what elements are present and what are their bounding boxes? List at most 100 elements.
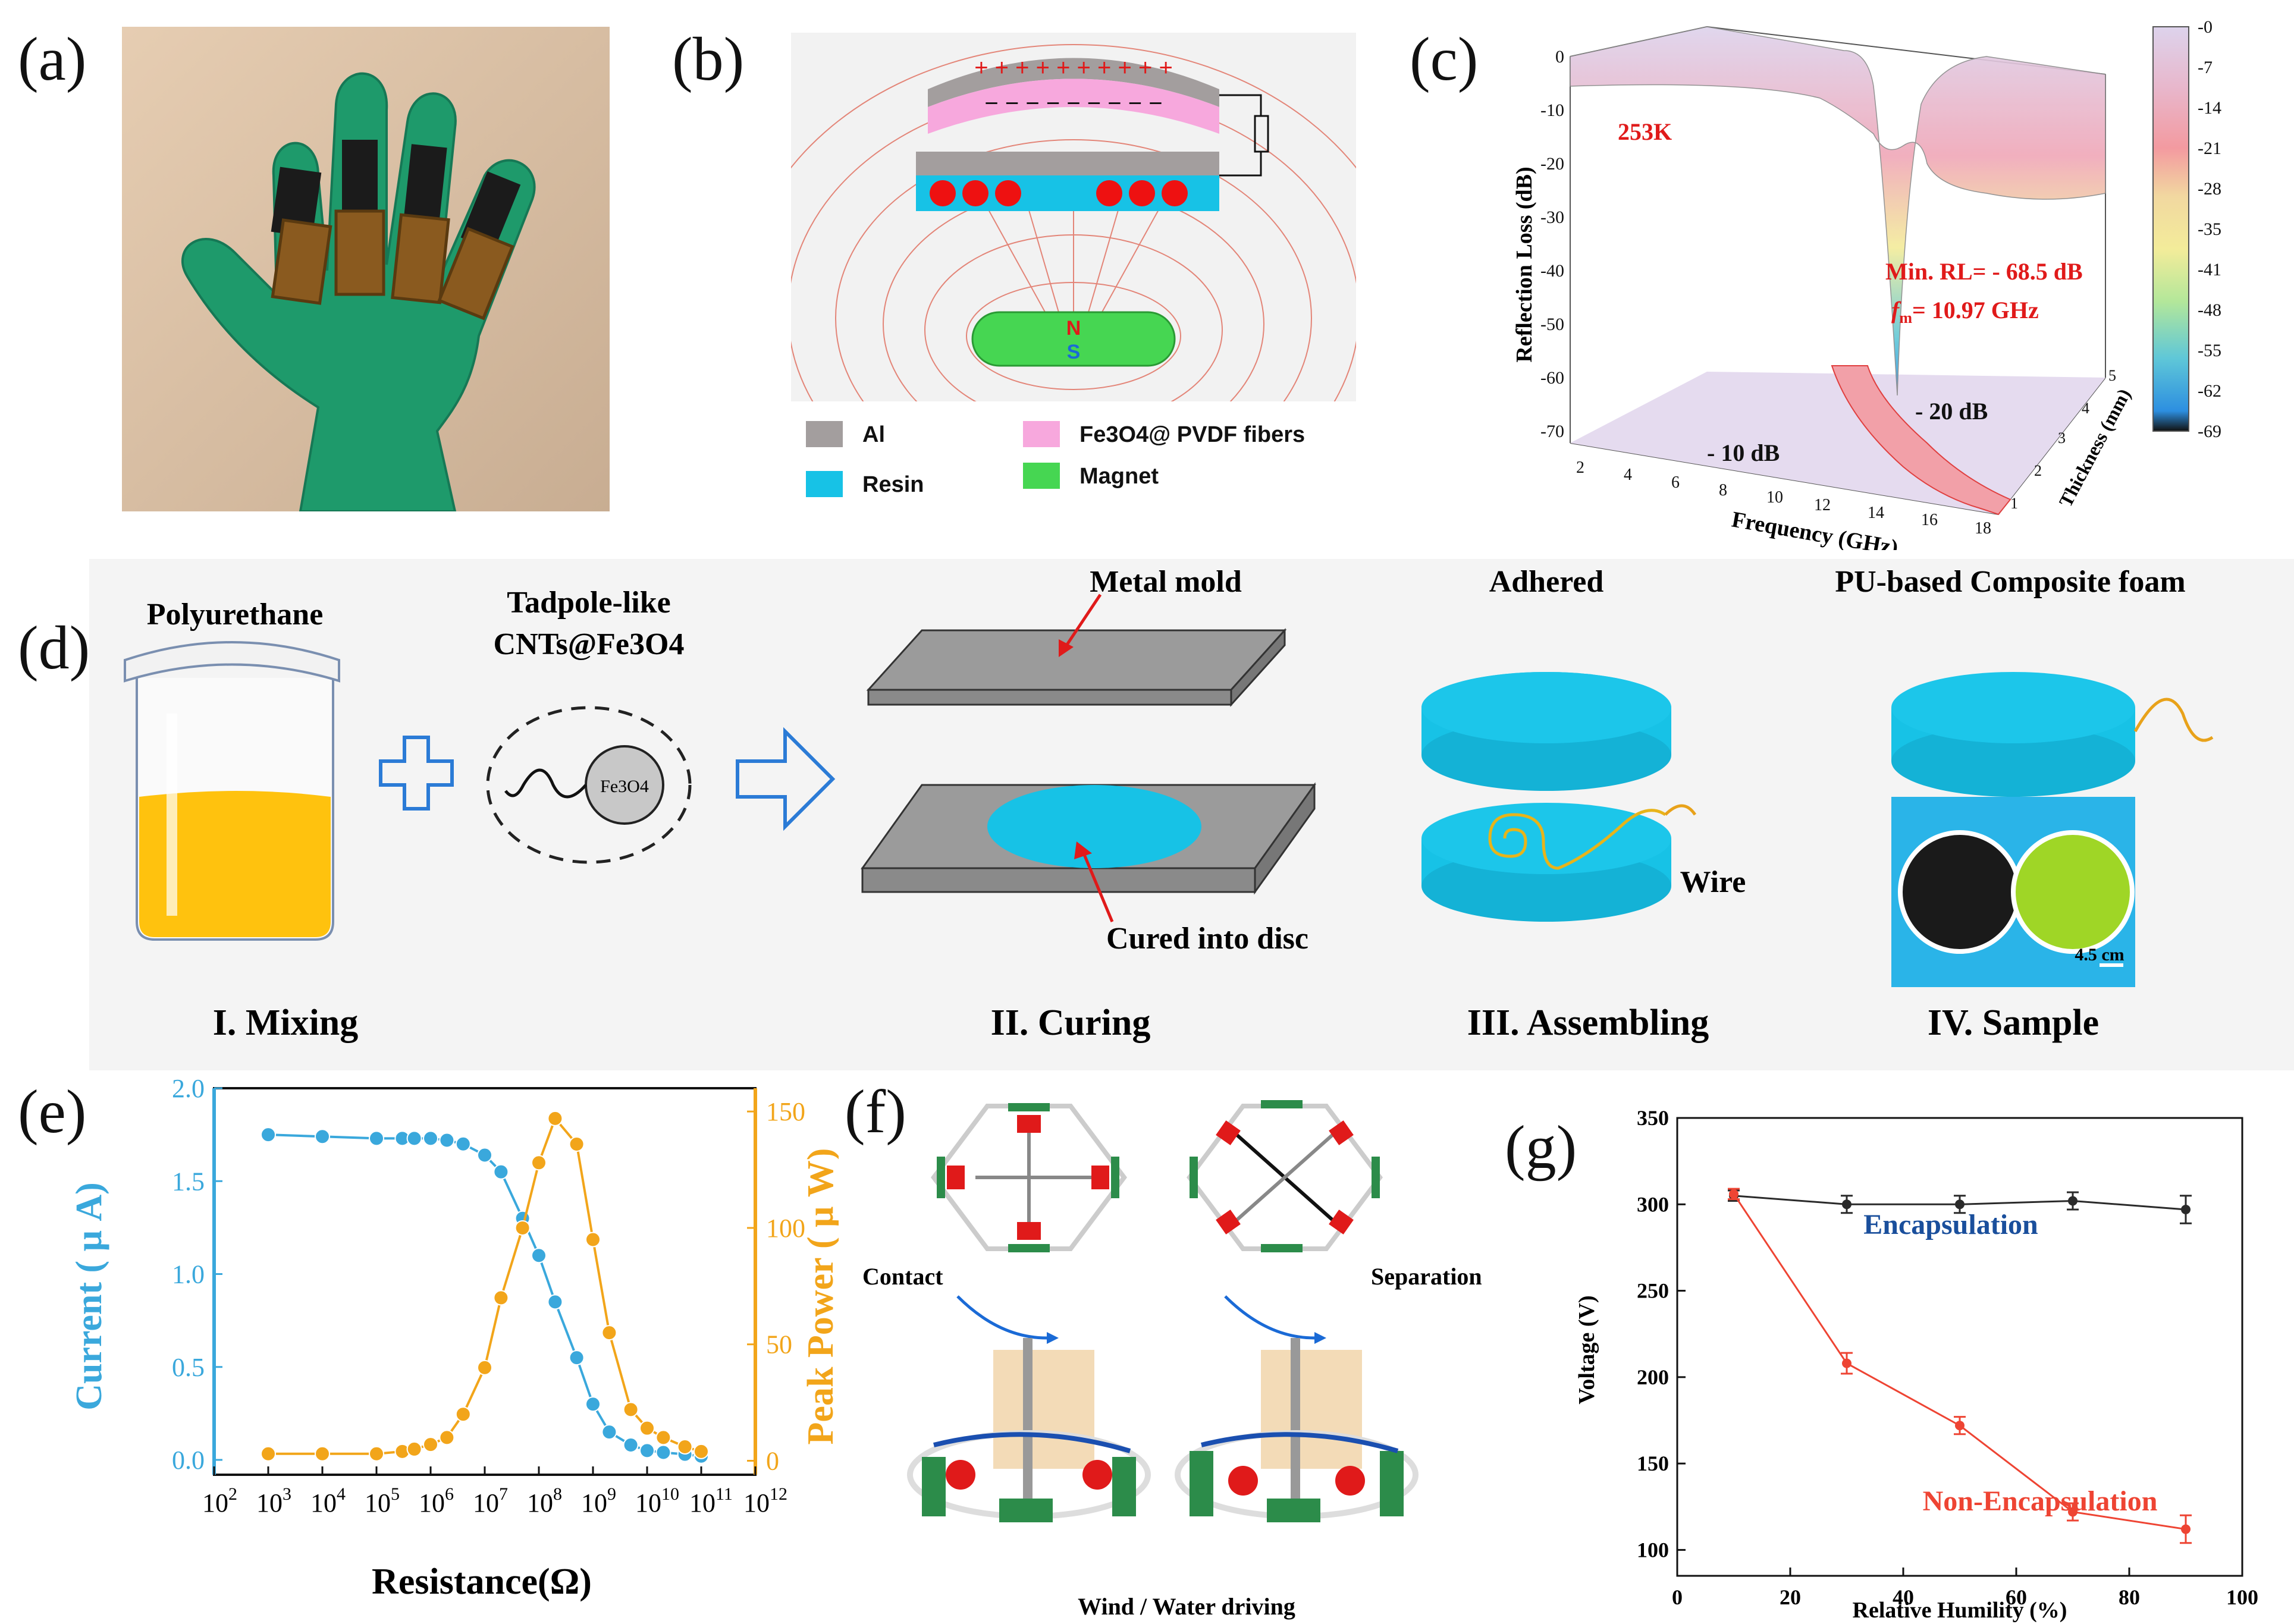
cbar-tick: -7 [2198,58,2213,77]
adhered-top-disc [1421,672,1671,791]
g-y-tick-label: 300 [1637,1192,1669,1216]
step-3-label: III. Assembling [1467,1003,1709,1043]
z-tick-labels: 1 2 3 4 5 [2010,367,2116,512]
metal-mold [861,628,1316,895]
e-data-point [655,1444,671,1460]
e-data-point [369,1130,384,1146]
y-axis-label: Reflection Loss (dB) [1512,167,1537,362]
panel-label-a: (a) [18,25,87,93]
beaker [124,641,340,941]
e-data-point [261,1446,276,1462]
e-data-point [585,1232,601,1248]
adhered-label: Adhered [1489,565,1604,599]
y-tick: -30 [1540,208,1564,227]
g-y-tick-label: 350 [1637,1106,1669,1130]
y-tick: -20 [1540,154,1564,174]
legend-label-magnet: Magnet [1079,464,1159,489]
contact-top-view [931,1103,1127,1252]
g-data-point [2181,1524,2191,1534]
e-right-tick-label: 100 [766,1214,805,1243]
al-bottom-plate [916,152,1219,175]
x-tick: 8 [1719,481,1727,500]
cbar-tick: -14 [2198,98,2221,118]
e-data-point [423,1437,438,1453]
panel-b-legend: Al Fe3O4@ PVDF fibers Resin Magnet [806,416,1371,511]
z-tick: 1 [2010,495,2018,512]
e-x-tick-label: 105 [365,1484,400,1518]
g-data-point [1729,1189,1738,1199]
e-data-point [569,1136,585,1152]
e-plot-frame [213,1087,757,1476]
separation-3d-view [1175,1338,1419,1522]
finger-sensor-2 [334,140,385,296]
e-right-tick-label: 50 [766,1330,792,1359]
colorbar [2152,26,2189,432]
cbar-tick: -28 [2198,179,2221,199]
e-data-point [623,1402,639,1418]
e-data-point [455,1136,471,1152]
y-tick: -60 [1540,368,1564,388]
magnet-balls [930,180,1188,206]
g-x-tick-label: 80 [2119,1585,2140,1609]
sample-photo [1891,797,2135,987]
cbar-tick: -55 [2198,341,2221,360]
e-data-point [261,1127,276,1143]
x-tick: 2 [1576,458,1584,477]
resistor-circuit [1219,94,1269,177]
e-data-point [585,1396,601,1412]
e-right-axis-label: Peak Power ( μ W) [801,1148,839,1445]
step-4-label: IV. Sample [1928,1003,2099,1043]
separation-top-view [1187,1100,1383,1252]
e-data-point [601,1325,617,1341]
panel-d-process: Polyurethane Fe3O4 Tadpole-like CNTs@Fe3… [89,559,2294,1070]
e-marks [261,1110,709,1464]
panel-label-b: (b) [672,25,745,93]
x-tick: 16 [1921,511,1938,529]
e-data-point [547,1110,563,1126]
e-data-point [569,1350,585,1366]
e-right-tick-label: 0 [766,1447,779,1476]
g-x-tick-label: 40 [1893,1585,1914,1609]
fe3o4-text: Fe3O4 [600,777,649,796]
g-data-point [2181,1205,2191,1214]
e-data-point [623,1437,639,1453]
e-x-tick-label: 107 [473,1484,508,1518]
e-data-point [531,1155,547,1171]
g-data-point [2068,1507,2078,1517]
y-tick-labels: 0 -10 -20 -30 -40 -50 -60 -70 [1540,47,1564,441]
x-tick: 14 [1868,504,1884,522]
panel-label-e: (e) [18,1078,87,1146]
g-data-point [1955,1199,1965,1210]
e-data-point [369,1446,384,1462]
g-data-point [1955,1421,1965,1431]
g-series-line [1733,1193,2186,1531]
e-data-point [655,1430,671,1446]
cbar-tick: -35 [2198,219,2221,239]
e-data-point [455,1406,471,1422]
composite-foam-disc [1891,672,2214,797]
e-data-point [315,1129,330,1145]
legend-swatch-resin [806,471,843,497]
step-1-label: I. Mixing [213,1003,359,1043]
e-series-line [268,1116,702,1455]
step-2-label: II. Curing [991,1003,1151,1043]
g-x-axis-label: Relative Humility (%) [1853,1598,2067,1623]
legend-label-resin: Resin [862,472,924,497]
e-data-point [547,1294,563,1310]
e-data-point [531,1248,547,1264]
pole-s: S [1067,341,1081,363]
e-left-tick-label: 1.5 [172,1167,205,1196]
finger-sensor-3 [391,144,450,304]
panel-label-c: (c) [1410,25,1479,93]
e-x-tick-label: 104 [310,1484,346,1518]
colorbar-ticks: -0 -7 -14 -21 -28 -35 -41 -48 -55 -62 -6… [2198,17,2221,441]
wire-label: Wire [1680,865,1746,899]
e-data-point [477,1147,492,1163]
minus-signs: − − − − − − − − − [984,90,1162,117]
encapsulation-label: Encapsulation [1863,1209,2038,1240]
temp-label: 253K [1618,118,1672,145]
adhered-bottom-disc [1421,803,1697,922]
